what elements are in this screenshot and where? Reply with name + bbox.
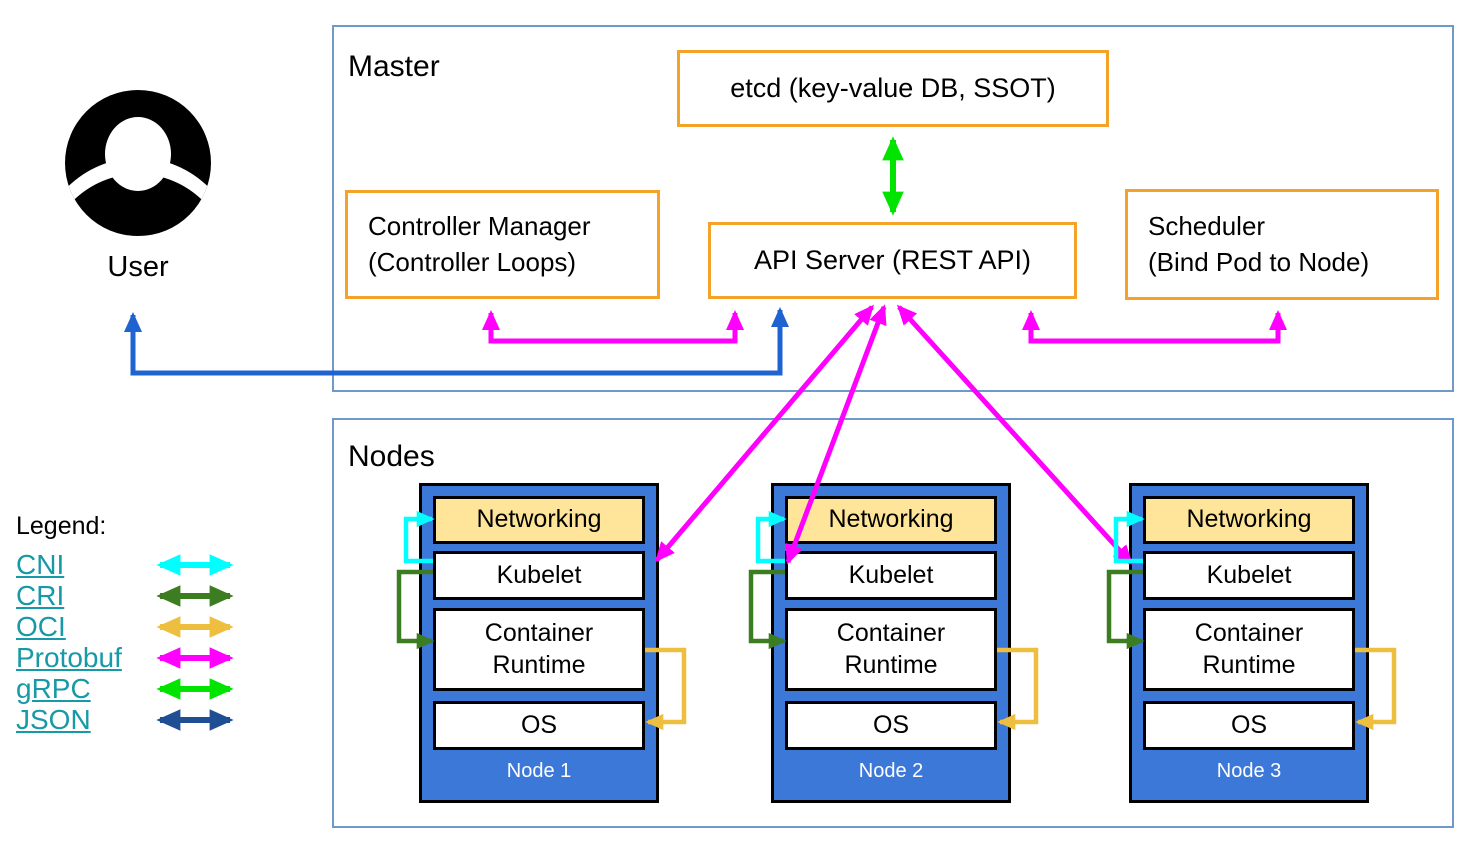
master-label: Master (348, 50, 440, 83)
node3-os-label: OS (1230, 710, 1268, 739)
node3-kubelet-box: Kubelet (1143, 551, 1355, 600)
legend-link-oci[interactable]: OCI (16, 610, 66, 642)
node2-runtime-label-line1: Container (836, 619, 946, 648)
controller-manager-label-line1: Controller Manager (368, 211, 591, 242)
legend-row-cni: CNI (16, 549, 252, 580)
legend-row-grpc: gRPC (16, 673, 252, 704)
legend-row-oci: OCI (16, 611, 252, 642)
node2-container-runtime-box: Container Runtime (785, 608, 997, 691)
legend-link-json[interactable]: JSON (16, 703, 91, 735)
etcd-box: etcd (key-value DB, SSOT) (677, 50, 1109, 127)
user: User (52, 88, 224, 284)
cri-arrow-icon (156, 584, 234, 607)
legend-link-cri[interactable]: CRI (16, 579, 65, 611)
node1-networking-label: Networking (476, 505, 602, 534)
node1-kubelet-box: Kubelet (433, 551, 645, 600)
node2-os-label: OS (872, 710, 910, 739)
user-label: User (107, 251, 169, 283)
scheduler-label-line2: (Bind Pod to Node) (1148, 246, 1370, 277)
nodes-label: Nodes (348, 440, 435, 473)
legend-row-cri: CRI (16, 580, 252, 611)
grpc-arrow-icon (156, 677, 234, 700)
node1-runtime-label-line1: Container (484, 619, 594, 648)
node2-kubelet-label: Kubelet (848, 560, 934, 589)
node2-kubelet-box: Kubelet (785, 551, 997, 600)
node3-runtime-label-line1: Container (1194, 619, 1304, 648)
node1-container-runtime-box: Container Runtime (433, 608, 645, 691)
node3-container-runtime-box: Container Runtime (1143, 608, 1355, 691)
node-2: Networking Kubelet Container Runtime OS … (771, 483, 1011, 803)
node1-networking-box: Networking (433, 496, 645, 544)
json-arrow-icon (156, 708, 234, 731)
legend-link-protobuf[interactable]: Protobuf (16, 641, 122, 673)
node3-networking-box: Networking (1143, 496, 1355, 544)
scheduler-box: Scheduler (Bind Pod to Node) (1125, 189, 1439, 300)
controller-manager-box: Controller Manager (Controller Loops) (345, 190, 660, 299)
legend-link-cni[interactable]: CNI (16, 548, 65, 580)
node3-os-box: OS (1143, 701, 1355, 750)
node3-name: Node 3 (1216, 760, 1282, 782)
controller-manager-label-line2: (Controller Loops) (368, 246, 577, 277)
legend-row-protobuf: Protobuf (16, 642, 252, 673)
node3-networking-label: Networking (1186, 505, 1312, 534)
oci-arrow-icon (156, 615, 234, 638)
legend: Legend: CNI CRI OCI Protobuf gRPC (16, 512, 252, 735)
node2-name: Node 2 (858, 760, 924, 782)
api-server-box: API Server (REST API) (708, 222, 1077, 299)
node2-os-box: OS (785, 701, 997, 750)
legend-link-grpc[interactable]: gRPC (16, 672, 91, 704)
user-avatar-icon (65, 90, 211, 236)
node1-name: Node 1 (506, 760, 572, 782)
node2-runtime-label-line2: Runtime (844, 650, 938, 679)
node-1: Networking Kubelet Container Runtime OS … (419, 483, 659, 803)
api-server-label: API Server (REST API) (753, 245, 1032, 276)
node1-runtime-label-line2: Runtime (492, 650, 586, 679)
node1-kubelet-label: Kubelet (496, 560, 582, 589)
cni-arrow-icon (156, 553, 234, 576)
legend-title: Legend: (16, 512, 107, 540)
node3-kubelet-label: Kubelet (1206, 560, 1292, 589)
node1-os-label: OS (520, 710, 558, 739)
node-3: Networking Kubelet Container Runtime OS … (1129, 483, 1369, 803)
node2-networking-label: Networking (828, 505, 954, 534)
scheduler-label-line1: Scheduler (1148, 211, 1266, 242)
etcd-label: etcd (key-value DB, SSOT) (730, 73, 1056, 104)
node2-networking-box: Networking (785, 496, 997, 544)
protobuf-arrow-icon (156, 646, 234, 669)
legend-row-json: JSON (16, 704, 252, 735)
node1-os-box: OS (433, 701, 645, 750)
node3-runtime-label-line2: Runtime (1202, 650, 1296, 679)
